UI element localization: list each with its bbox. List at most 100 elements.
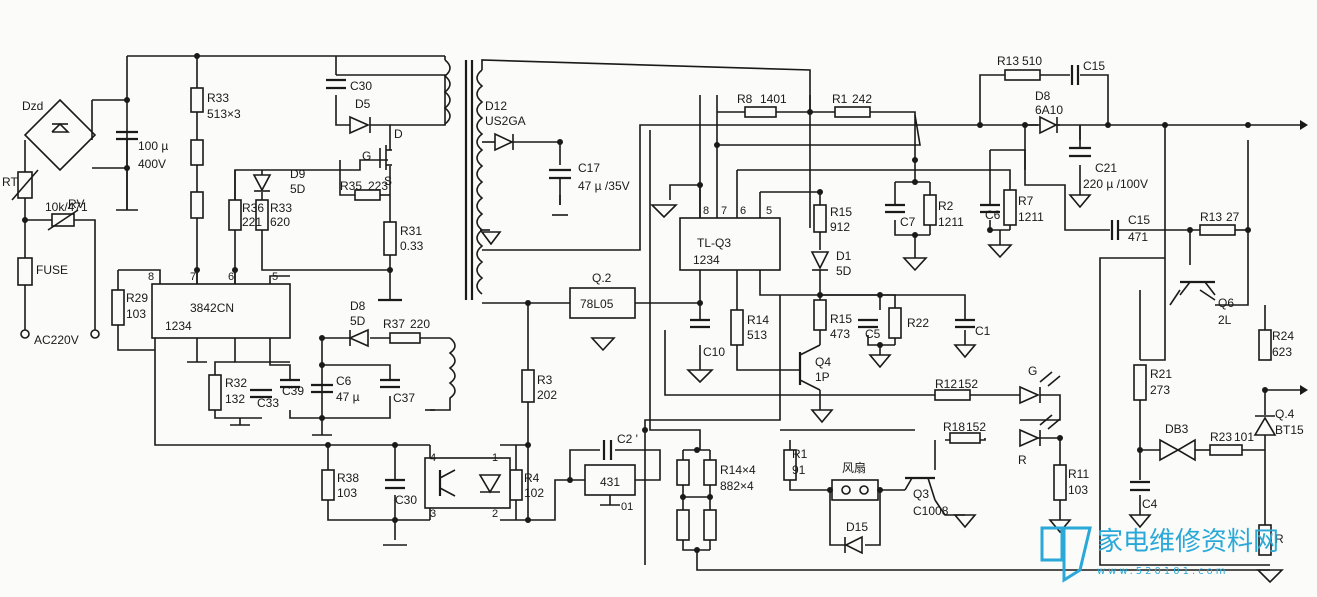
diac-db3: [1159, 438, 1196, 462]
resistor-r36: [228, 199, 242, 231]
label-pin5: 5: [272, 271, 278, 283]
fan-connector: [831, 479, 879, 501]
label-p7: 7: [721, 205, 727, 217]
label-r36: R36: [242, 201, 264, 215]
label-d1-val: 5D: [836, 264, 852, 278]
label-c17-val: 47 µ /35V: [578, 179, 630, 193]
label-pin7: 7: [190, 271, 196, 283]
capacitor-c10: [690, 318, 710, 329]
resistor-r13a: [1004, 69, 1041, 81]
label-r31: R31: [400, 224, 422, 238]
optocoupler: [424, 457, 511, 509]
diode-d9: [252, 174, 272, 192]
resistor-r24: [1258, 329, 1272, 361]
resistor-r22: [888, 307, 902, 339]
label-r12: R12: [935, 377, 957, 391]
label-ic431-pin: 01: [621, 501, 633, 513]
component-labels: Dzd RT RV 10k/471 FUSE AC220V 100 µ 400V…: [2, 54, 1304, 546]
label-fan: 风扇: [842, 460, 866, 475]
label-q4b: Q.4: [1275, 407, 1295, 421]
label-r35-val: 223: [368, 179, 388, 193]
capacitor-c15b: [1110, 220, 1120, 240]
capacitor-c33: [250, 388, 272, 399]
resistor-r13b: [1199, 224, 1236, 236]
label-r13b-val: 27: [1226, 210, 1240, 224]
capacitor-c17: [549, 168, 571, 205]
label-r8: R8: [737, 92, 753, 106]
diode-d1: [810, 251, 830, 271]
resistor-r15a: [813, 204, 827, 233]
label-r14x-val: 882×4: [720, 479, 754, 493]
label-rv-val: 10k/471: [45, 200, 88, 214]
label-led-r: R: [1018, 453, 1027, 467]
label-r1: R1: [832, 92, 848, 106]
label-r37: R37: [383, 317, 405, 331]
capacitor-c4: [1130, 480, 1150, 492]
label-c2: C2 ': [617, 432, 638, 446]
watermark-logo-right: [1062, 526, 1092, 583]
label-q2-val: 78L05: [580, 297, 614, 311]
label-r12-val: 152: [958, 377, 978, 391]
label-d5: D5: [355, 97, 371, 111]
watermark-logo-left: [1040, 526, 1064, 562]
label-r4-val: 102: [524, 486, 544, 500]
label-r11: R11: [1068, 467, 1089, 481]
label-q4b-val: BT15: [1275, 423, 1304, 437]
label-r23: R23: [1210, 430, 1232, 444]
label-r36-val: 221: [242, 215, 262, 229]
label-r38-val: 103: [337, 486, 357, 500]
label-rt: RT: [2, 175, 18, 189]
transistor-q3: [904, 476, 936, 501]
diode-d8-output: [1039, 115, 1058, 135]
resistor-r14x-1: [676, 459, 690, 486]
resistor-r18: [949, 432, 981, 444]
capacitor-c6b: [980, 203, 1000, 214]
label-d: D: [394, 127, 403, 141]
label-oc4: 4: [430, 452, 436, 464]
resistor-r35: [354, 189, 381, 201]
label-p5: 5: [766, 205, 772, 217]
diode-d15: [844, 535, 863, 555]
resistor-r8: [744, 106, 777, 118]
watermark: 家电维修资料网 www.520101.com: [1040, 526, 1279, 583]
label-r33-val: 513×3: [207, 107, 241, 121]
label-dzd: Dzd: [22, 99, 43, 113]
label-r29-val: 103: [126, 307, 146, 321]
label-dbo: D8: [1035, 89, 1051, 103]
resistor-r23: [1209, 444, 1243, 456]
label-c5: C5: [865, 327, 881, 341]
resistor-r33-1: [190, 87, 204, 113]
label-r21-val: 273: [1150, 383, 1170, 397]
ac-terminal-right: [90, 329, 100, 339]
label-cap-in: 100 µ: [138, 139, 168, 153]
resistor-r14: [730, 309, 744, 346]
label-d12: D12: [485, 99, 507, 113]
label-c4: C4: [1142, 497, 1158, 511]
wires: [24, 55, 1300, 571]
label-c7: C7: [900, 215, 916, 229]
label-c15b-val: 471: [1128, 230, 1148, 244]
capacitor-c7: [885, 203, 905, 214]
label-c17: C17: [578, 161, 600, 175]
label-r7: R7: [1018, 194, 1034, 208]
resistor-r-bottom: [1258, 524, 1272, 556]
label-r24: R24: [1272, 329, 1294, 343]
label-c10: C10: [703, 345, 725, 359]
label-r3-val: 202: [537, 388, 557, 402]
resistor-r38: [321, 469, 335, 501]
label-ic1: 3842CN: [190, 301, 234, 315]
label-r29: R29: [126, 291, 148, 305]
label-db3: DB3: [1165, 422, 1189, 436]
label-ic2-pins: 1234: [693, 253, 720, 267]
ic-3842cn: [151, 283, 291, 339]
mosfet: [379, 145, 392, 170]
bridge-rectifier: [23, 98, 97, 172]
ic-tl-q3: [679, 217, 781, 271]
label-c6-val: 47 µ: [336, 390, 360, 404]
output-arrow: [1300, 120, 1308, 130]
label-c1: C1: [975, 324, 991, 338]
watermark-text: 家电维修资料网: [1097, 527, 1279, 557]
label-ic431: 431: [600, 475, 620, 489]
label-q3: Q3: [913, 487, 929, 501]
label-r33b: R33: [270, 201, 292, 215]
